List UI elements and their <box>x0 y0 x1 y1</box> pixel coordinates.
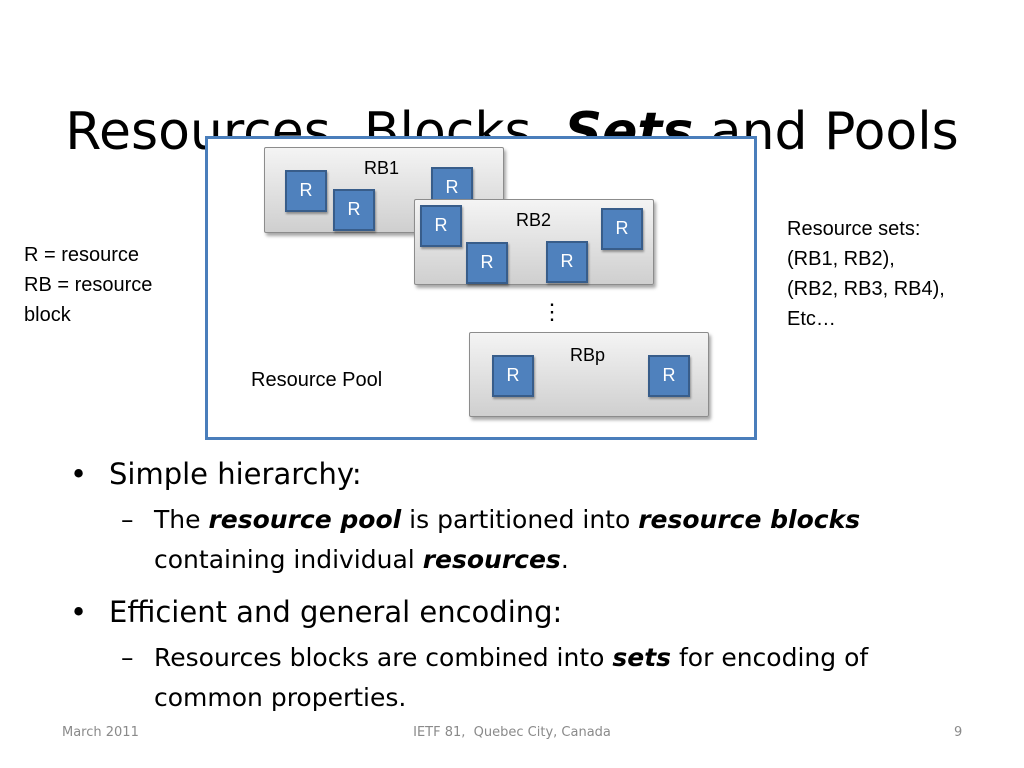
sub-text: The <box>154 505 209 534</box>
resource-rb2-2: R <box>601 208 643 250</box>
resource-rb1-2: R <box>333 189 375 231</box>
slide-title: Resources, Blocks, Sets and Pools <box>0 97 1024 167</box>
bullet-simple-hierarchy: • Simple hierarchy: <box>66 452 966 496</box>
bullet-mark: • <box>70 457 88 491</box>
sets-note-line-3: (RB2, RB3, RB4), <box>787 278 945 300</box>
bullet-list: • Simple hierarchy: – The resource pool … <box>66 452 966 728</box>
resource-pool-label: Resource Pool <box>251 369 383 391</box>
dash-mark: – <box>121 505 134 534</box>
legend-line-2: RB = resource <box>24 274 153 296</box>
dash-mark: – <box>121 643 134 672</box>
block-label-rbp: RBp <box>570 345 606 365</box>
sub-text: is partitioned into <box>401 505 639 534</box>
legend: R = resource RB = resource block <box>24 240 152 330</box>
resource-rbp-1: R <box>492 355 534 397</box>
bullet-text: Simple hierarchy: <box>109 457 362 491</box>
resource-rbp-2: R <box>648 355 690 397</box>
term-resource-pool: resource pool <box>208 505 402 534</box>
sets-note-line-4: Etc… <box>787 308 836 330</box>
resource-sets-note: Resource sets: (RB1, RB2), (RB2, RB3, RB… <box>787 214 945 334</box>
block-label-rb1: RB1 <box>364 158 400 178</box>
legend-line-1: R = resource <box>24 244 140 266</box>
term-sets: sets <box>612 643 672 672</box>
resource-rb2-1: R <box>420 205 462 247</box>
sets-note-line-1: Resource sets: <box>787 218 921 240</box>
term-resource-blocks: resource blocks <box>638 505 861 534</box>
sub-text: for encoding of common properties. <box>154 643 869 712</box>
sub-text: containing individual <box>154 545 423 574</box>
resource-rb2-4: R <box>546 241 588 283</box>
sets-note-line-2: (RB1, RB2), <box>787 248 895 270</box>
bullet-mark: • <box>70 595 88 629</box>
footer-page-number: 9 <box>954 725 963 740</box>
resource-rb1-1: R <box>285 170 327 212</box>
footer-event: IETF 81, Quebec City, Canada <box>413 725 611 740</box>
sub-bullet-partition: – The resource pool is partitioned into … <box>121 500 966 580</box>
term-resources: resources <box>422 545 561 574</box>
resource-rb2-3: R <box>466 242 508 284</box>
footer-date: March 2011 <box>62 725 139 740</box>
bullet-text: Efficient and general encoding: <box>109 595 563 629</box>
sub-bullet-sets: – Resources blocks are combined into set… <box>121 638 966 718</box>
vertical-ellipsis: ⋮ <box>541 299 563 324</box>
sub-text: Resources blocks are combined into <box>154 643 613 672</box>
sub-text: . <box>560 545 569 574</box>
bullet-efficient-encoding: • Efficient and general encoding: <box>66 590 966 634</box>
block-label-rb2: RB2 <box>516 210 552 230</box>
legend-line-3: block <box>24 304 71 326</box>
